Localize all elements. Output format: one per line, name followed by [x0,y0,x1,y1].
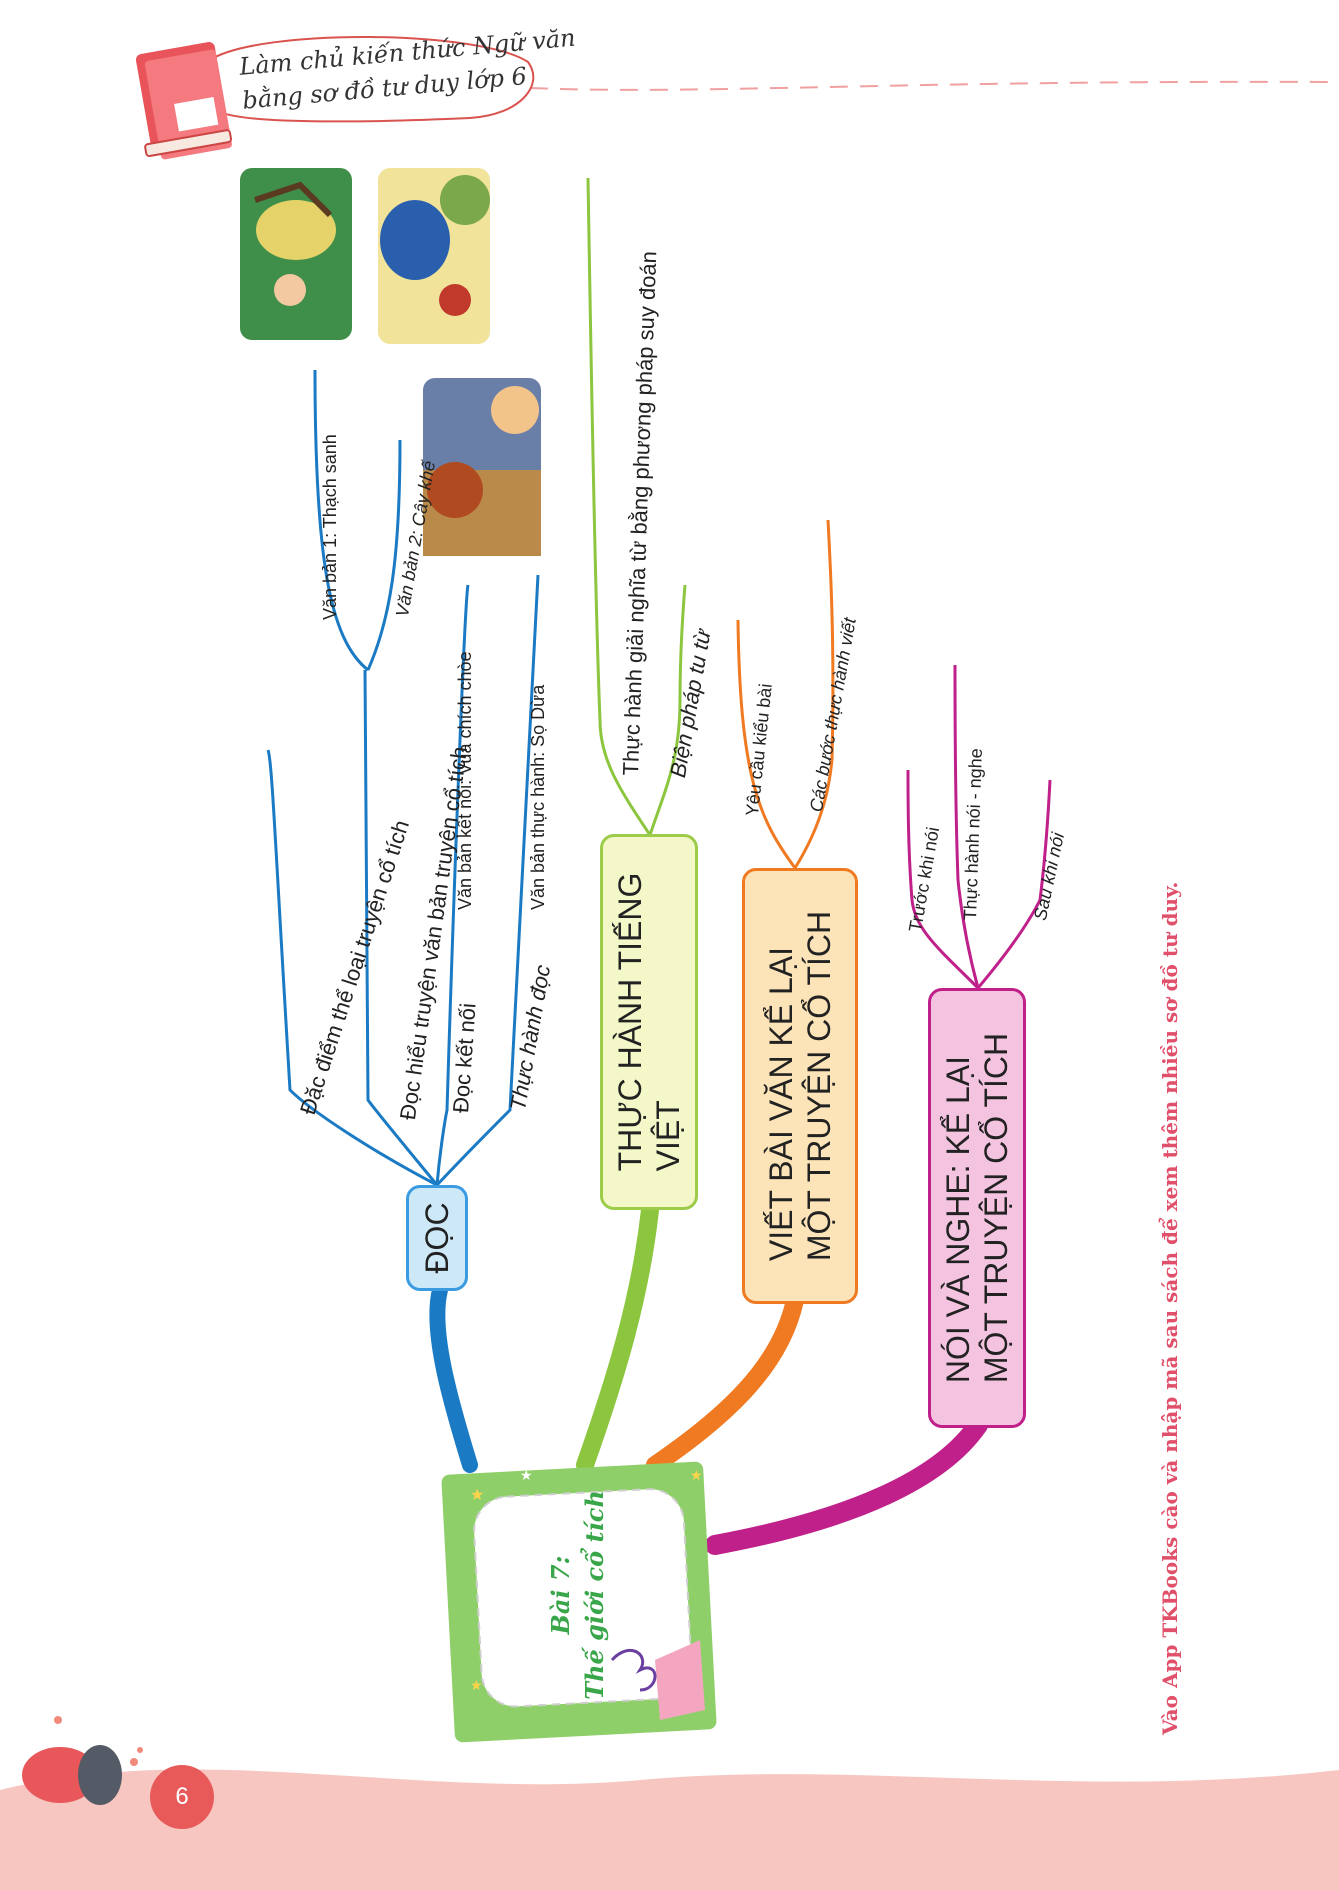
page-number: 6 [150,1765,214,1829]
connector-noi-nghe [705,1415,988,1555]
branch-dac-diem [266,749,438,1187]
node-viet: VIẾT BÀI VĂN KỂ LẠI MỘT TRUYỆN CỔ TÍCH [742,868,858,1304]
center-title: Bài 7: Thế giới cổ tích [544,1490,612,1700]
connector-viet [646,1291,804,1474]
node-noi-nghe-line-2: MỘT TRUYỆN CỔ TÍCH [978,1032,1014,1384]
center-title-line-2: Thế giới cổ tích [580,1490,609,1700]
thach-sanh-illustration [240,168,352,340]
node-noi-nghe: NÓI VÀ NGHE: KỂ LẠI MỘT TRUYỆN CỔ TÍCH [928,988,1026,1428]
connector-doc [429,1282,478,1473]
center-card: Bài 7: Thế giới cổ tích [488,1490,668,1700]
node-noi-nghe-label: NÓI VÀ NGHE: KỂ LẠI MỘT TRUYỆN CỔ TÍCH [939,1033,1015,1383]
book-icon [135,42,233,160]
node-tieng-viet-label: THỰC HÀNH TIẾNG VIỆT [611,873,687,1172]
branch-van-ban-1 [313,369,369,672]
branch-doc-ket-noi [435,584,470,1186]
node-viet-line-2: MỘT TRUYỆN CỔ TÍCH [801,910,837,1262]
cay-khe-illustration [378,168,490,344]
connector-tieng-viet [576,1201,659,1474]
branch-bien-phap [648,584,687,836]
svg-text:★: ★ [470,1487,484,1504]
label-van-ban-1: Văn bản 1: Thạch sanh [320,434,340,620]
label-van-ban-ket-noi: Văn bản kết nối: Vua chích chòe [455,651,475,910]
cat-icon [22,1716,143,1805]
branch-thuc-hanh-doc [435,574,540,1187]
node-viet-label: VIẾT BÀI VĂN KỂ LẠI MỘT TRUYỆN CỔ TÍCH [762,911,838,1261]
branch-van-ban-2 [366,439,402,671]
branch-cac-buoc [793,519,835,869]
svg-text:★: ★ [520,1467,533,1483]
svg-text:★: ★ [690,1467,703,1483]
footer-note: Vào App TKBooks cào và nhập mã sau sách … [1158,881,1182,1735]
header-dashed-line [529,80,1339,91]
node-doc: ĐỌC [406,1185,468,1291]
node-tieng-viet-line-2: VIỆT [650,1100,686,1172]
so-dua-illustration [423,378,541,556]
branch-giai-nghia [586,177,652,836]
branch-thuc-hanh-noi [953,664,980,989]
node-tieng-viet: THỰC HÀNH TIẾNG VIỆT [600,834,698,1210]
node-noi-nghe-line-1: NÓI VÀ NGHE: KỂ LẠI [940,1055,976,1384]
branch-truoc-khi-noi [906,769,980,990]
branch-sau-khi-noi [976,779,1052,989]
svg-text:★: ★ [470,1677,483,1693]
branch-doc-hieu [363,669,439,1186]
label-van-ban-thuc-hanh: Văn bản thực hành: Sọ Dừa [528,684,548,910]
footer-wave [0,1769,1339,1890]
node-tieng-viet-line-1: THỰC HÀNH TIẾNG [612,872,648,1172]
node-doc-label: ĐỌC [419,1202,455,1274]
center-card-frame: ★ ★ ★ ★ [441,1461,717,1743]
branch-yeu-cau [736,619,797,869]
node-viet-line-1: VIẾT BÀI VĂN KỂ LẠI [763,946,799,1262]
center-title-line-1: Bài 7: [546,1555,575,1635]
